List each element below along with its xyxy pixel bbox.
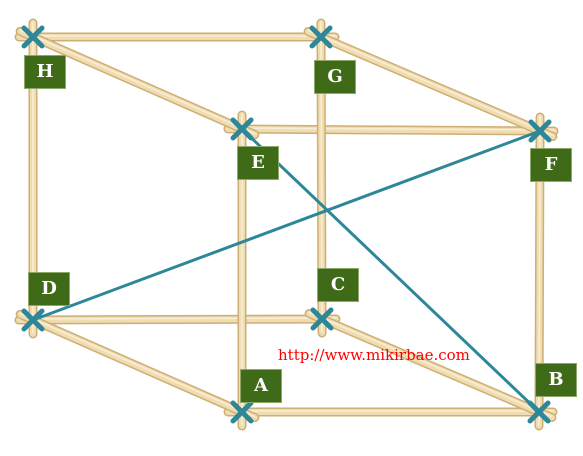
- stick-he: [15, 26, 260, 140]
- vertex-marker-d: [21, 308, 45, 332]
- vertex-marker-e: [230, 117, 254, 141]
- vertex-label-g: G: [314, 60, 356, 94]
- vertex-marker-b: [527, 400, 551, 424]
- stick-gf: [303, 26, 558, 142]
- vertex-marker-h: [21, 25, 45, 49]
- vertex-label-d: D: [28, 272, 70, 306]
- stick-da: [15, 309, 260, 423]
- diagonal-eb: [240, 127, 541, 414]
- vertex-marker-c: [310, 307, 334, 331]
- stick-ab: [223, 407, 558, 417]
- vertex-label-f: F: [530, 148, 572, 182]
- stick-dc: [14, 314, 341, 325]
- vertex-label-c: C: [317, 268, 359, 302]
- vertex-marker-g: [309, 25, 333, 49]
- space-diagonals: [32, 127, 541, 414]
- vertex-label-h: H: [24, 55, 66, 89]
- diagonal-df: [32, 129, 541, 322]
- vertex-label-a: A: [240, 369, 282, 403]
- vertex-markers: [21, 25, 552, 424]
- vertex-label-b: B: [535, 363, 577, 397]
- vertex-marker-f: [528, 119, 552, 143]
- vertex-label-e: E: [237, 146, 279, 180]
- watermark-url: http://www.mikirbae.com: [278, 346, 470, 364]
- vertex-marker-a: [230, 400, 254, 424]
- stick-ef: [223, 124, 559, 136]
- stick-hg: [14, 32, 340, 42]
- stick-cb: [304, 308, 557, 423]
